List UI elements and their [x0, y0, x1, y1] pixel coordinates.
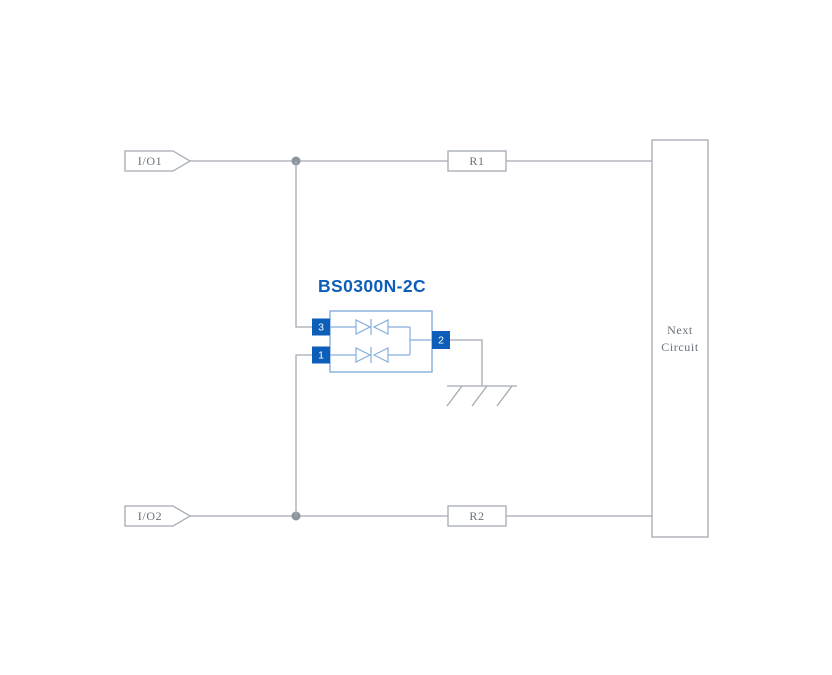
r1-box	[447, 150, 507, 172]
ground-slash-3	[496, 385, 513, 407]
tvs-component: 3 1 2	[312, 310, 450, 373]
pin3-number: 3	[318, 322, 324, 334]
next-circuit-label-line1: Next	[667, 323, 693, 337]
pin1-number: 1	[318, 350, 324, 362]
ground-slash-1	[446, 385, 463, 407]
wire-pin2-to-ground	[450, 339, 483, 386]
tvs-diode-symbol-channel1	[355, 319, 389, 335]
next-circuit-block: Next Circuit	[651, 139, 709, 538]
r2-box	[447, 505, 507, 527]
diode1-left-triangle	[355, 319, 372, 335]
ground-slash-2	[471, 385, 488, 407]
io1-label: I/O1	[138, 154, 162, 168]
r1-label: R1	[469, 154, 484, 168]
pin2-pad	[432, 331, 450, 349]
ground-symbol	[446, 385, 517, 407]
io1-connector: I/O1	[124, 150, 192, 172]
resistor-r1: R1	[447, 150, 507, 172]
io2-tag-shape	[124, 505, 192, 527]
pin-3: 3	[312, 318, 330, 336]
io1-tag-shape	[124, 150, 192, 172]
next-circuit-label-line2: Circuit	[661, 340, 699, 354]
diode2-left-triangle	[355, 347, 372, 363]
diode1-right-triangle	[372, 319, 389, 335]
pin-1: 1	[312, 346, 330, 364]
next-circuit-box	[651, 139, 709, 538]
pin3-pad	[312, 318, 330, 336]
tvs-diode-symbol-channel2	[355, 347, 389, 363]
component-body	[329, 310, 433, 373]
pin2-number: 2	[438, 335, 444, 347]
io2-label: I/O2	[138, 509, 162, 523]
component-title: BS0300N-2C	[318, 276, 426, 296]
r2-label: R2	[469, 509, 484, 523]
diode2-right-triangle	[372, 347, 389, 363]
wire-junction-bottom-to-pin1	[295, 354, 312, 516]
resistor-r2: R2	[447, 505, 507, 527]
wire-junction-top-to-pin3	[295, 161, 312, 328]
pin-2: 2	[432, 331, 450, 349]
io2-connector: I/O2	[124, 505, 192, 527]
pin1-pad	[312, 346, 330, 364]
